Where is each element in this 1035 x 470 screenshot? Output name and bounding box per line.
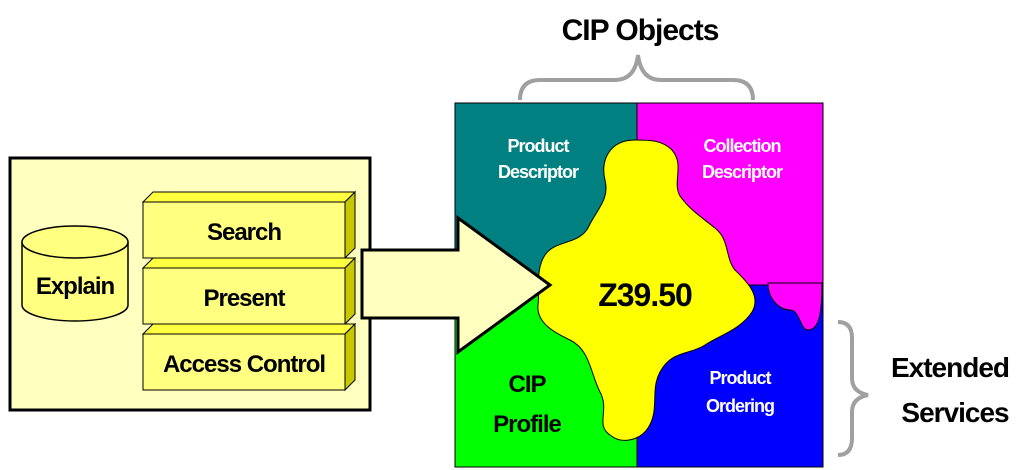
explain-label: Explain (36, 273, 115, 300)
service-box-present[interactable]: Present (141, 256, 357, 326)
collection-descriptor-tab (767, 282, 823, 331)
extended-services-label-line2: Services (901, 397, 1009, 428)
extended-services-label-line1: Extended (891, 352, 1009, 383)
cip-profile-label-line1: CIP (508, 371, 546, 398)
cip-objects-label: CIP Objects (562, 14, 719, 47)
product-ordering-label-line1: Product (709, 368, 771, 388)
service-box-label: Search (207, 219, 281, 246)
service-box-label: Present (203, 285, 285, 312)
cip-profile-label-line2: Profile (493, 411, 561, 438)
product-descriptor-label-line2: Descriptor (498, 162, 579, 182)
z3950-label: Z39.50 (598, 277, 692, 313)
collection-descriptor-label-line2: Descriptor (702, 162, 783, 182)
cip-objects-bracket (518, 54, 755, 101)
service-box-access-control[interactable]: Access Control (141, 322, 357, 392)
collection-descriptor-label-line1: Collection (703, 136, 780, 156)
service-box-label: Access Control (163, 351, 325, 378)
extended-services-bracket (837, 320, 869, 457)
product-descriptor-label-line1: Product (507, 136, 569, 156)
explain-database-icon (21, 225, 129, 322)
product-ordering-label-line2: Ordering (706, 396, 774, 416)
service-box-search[interactable]: Search (141, 190, 357, 260)
z3950-center-piece (537, 139, 756, 441)
request-arrow (360, 215, 553, 355)
